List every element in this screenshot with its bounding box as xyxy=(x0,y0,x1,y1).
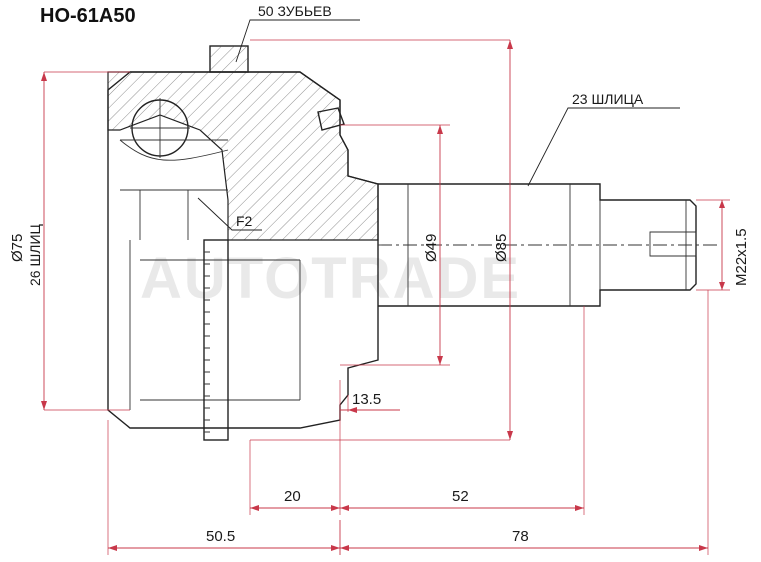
splines-outer-note: 23 ШЛИЦА xyxy=(572,91,644,107)
dimension-lines xyxy=(41,39,730,555)
dim-total-length: 78 xyxy=(512,528,529,545)
bell-housing-outline xyxy=(107,71,379,429)
dim-body-length: 50.5 xyxy=(206,528,235,545)
dim-ring-length: 20 xyxy=(284,488,301,505)
splines-inner-note: 26 ШЛИЦ xyxy=(27,223,43,286)
leader-lines xyxy=(197,19,680,231)
teeth-note: 50 ЗУБЬЕВ xyxy=(258,3,332,19)
seal xyxy=(317,107,345,131)
watermark-text: AUTOTRADE xyxy=(140,246,521,311)
dim-seat-diameter: Ø49 xyxy=(423,234,440,262)
cv-joint-body xyxy=(107,45,720,441)
dim-outer-housing: Ø75 xyxy=(9,234,26,262)
dim-shoulder-length: 13.5 xyxy=(352,391,381,408)
dim-abs-diameter: Ø85 xyxy=(493,234,510,262)
dim-thread: M22x1.5 xyxy=(733,228,750,286)
seal-label: F2 xyxy=(236,213,253,229)
dim-shaft-length: 52 xyxy=(452,488,469,505)
part-number-title: HO-61A50 xyxy=(40,5,136,27)
abs-ring xyxy=(203,239,229,441)
